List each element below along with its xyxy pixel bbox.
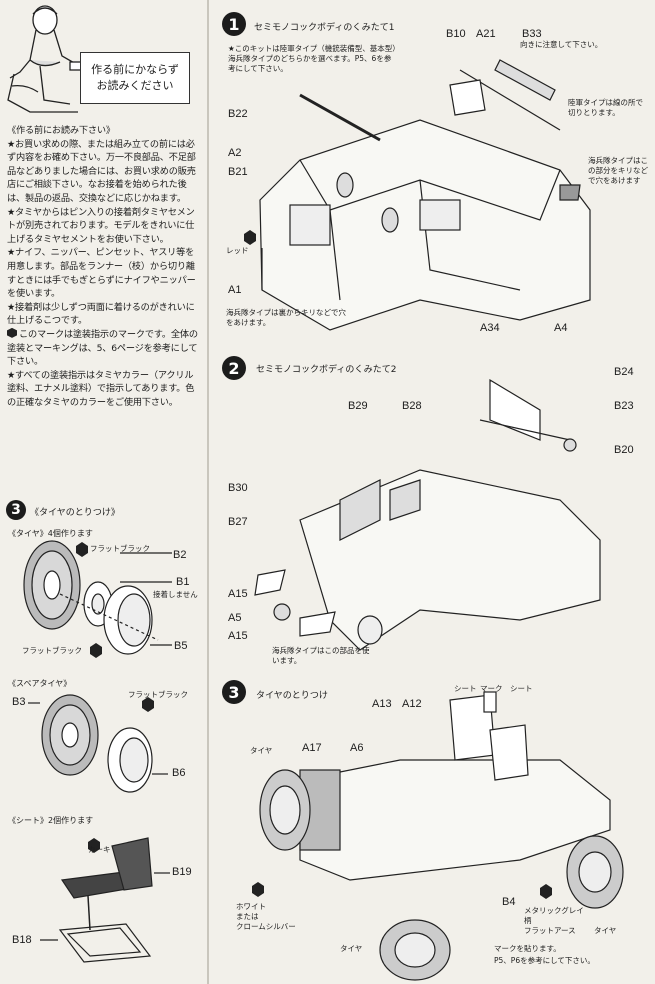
red-label: レッド [226, 246, 249, 255]
seat-label-2: シート [510, 684, 533, 693]
metallic-gray-label: メタリックグレイ [524, 906, 584, 915]
flat-black-label-1: フラットブラック [90, 544, 150, 553]
part-b20: B20 [614, 444, 634, 456]
marine-note-right: 海兵隊タイプはこの部分をキリなどで穴をあけます [588, 156, 648, 185]
intro-para-5: このマークは塗装指示のマークです。全体の塗装とマーキングは、5、6ページを参考に… [7, 327, 202, 369]
left-step-3-title: 《タイヤのとりつけ》 [30, 508, 120, 518]
tire-caption: 《タイヤ》4個作ります [8, 529, 93, 538]
left-column: 作る前にかならず お読みください 《作る前にお読み下さい》 ★お買い求めの際、ま… [0, 0, 210, 984]
left-step-3-badge: 3 [6, 500, 26, 520]
no-glue-label: 接着しません [153, 590, 198, 599]
intro-para-2: ★タミヤからはピン入りの接着剤タミヤセメントが別売されております。モデルをきれい… [7, 206, 195, 245]
part-b33: B33 [522, 28, 542, 40]
part-a17: A17 [302, 742, 322, 754]
notice-line-1: 作る前にかならず [91, 63, 179, 76]
seat-illustration [40, 837, 170, 963]
marine-note-left: 海兵隊タイプは裏からキリなどで穴をあけます。 [226, 308, 346, 327]
part-b1: B1 [176, 576, 190, 588]
part-b24: B24 [614, 366, 634, 378]
part-b27: B27 [228, 516, 248, 528]
chrome-silver-label: クロームシルバー [236, 922, 296, 931]
intro-para-5-text: このマークは塗装指示のマークです。全体の塗装とマーキングは、5、6ページを参考に… [7, 328, 198, 368]
part-b18: B18 [12, 934, 32, 946]
part-b5: B5 [174, 640, 188, 652]
khaki-label: カーキ [88, 845, 111, 854]
part-b28: B28 [402, 400, 422, 412]
flat-black-label-3: フラットブラック [128, 690, 188, 699]
left-drawings [7, 5, 172, 963]
mark-label: マーク [480, 684, 503, 693]
intro-para-3: ★ナイフ、ニッパー、ピンセット、ヤスリ等を用意します。部品をランナー（枝）から切… [7, 247, 196, 300]
tire-label-right: タイヤ [594, 926, 617, 935]
or-label: または [236, 912, 259, 921]
step-2-title: セミモノコックボディのくみたて2 [256, 365, 397, 375]
white-label: ホワイト [236, 902, 266, 911]
part-b6: B6 [172, 767, 186, 779]
part-a1: A1 [228, 284, 242, 296]
intro-text: 《作る前にお読み下さい》 ★お買い求めの際、または組み立ての前には必ず内容をお確… [7, 124, 202, 409]
part-a12: A12 [402, 698, 422, 710]
part-a34: A34 [480, 322, 500, 334]
step2-body-drawing [254, 378, 601, 651]
step3-vehicle-drawing [259, 691, 624, 981]
intro-para-6: ★すべての塗装指示はタミヤカラー（アクリル塗料、エナメル塗料）で指示してあります… [7, 369, 195, 408]
tire-label-bottom: タイヤ [340, 944, 363, 953]
part-a15-top: A15 [228, 588, 248, 600]
seat-caption: 《シート》2個作ります [8, 816, 94, 825]
tire-assembly-illustration [23, 540, 172, 655]
part-b2: B2 [173, 549, 187, 561]
part-b19: B19 [172, 866, 192, 878]
part-b30: B30 [228, 482, 248, 494]
part-b23: B23 [614, 400, 634, 412]
paint-mark-icon [7, 327, 17, 338]
intro-para-4: ★接着剤は少しずつ両面に着けるのがきれいに仕上げるこつです。 [7, 301, 195, 327]
step-2-badge: 2 [222, 356, 246, 380]
army-note: 陸軍タイプは線の所で切りとります。 [568, 98, 643, 117]
part-a15-bottom: A15 [228, 630, 248, 642]
step3-paint-markers [244, 230, 552, 899]
step1-body-drawing [259, 59, 591, 331]
b33-note: 向きに注意して下さい。 [520, 40, 603, 49]
step-3-title: タイヤのとりつけ [256, 691, 328, 701]
part-a4: A4 [554, 322, 568, 334]
step-3-badge: 3 [222, 680, 246, 704]
notice-line-2: お読みください [96, 79, 174, 92]
intro-heading: 《作る前にお読み下さい》 [7, 125, 115, 136]
spare-tire-illustration [28, 694, 168, 793]
part-b3: B3 [12, 696, 26, 708]
part-b4: B4 [502, 896, 516, 908]
part-a5: A5 [228, 612, 242, 624]
mark-apply-note: マークを貼ります。 [494, 944, 561, 953]
part-b21: B21 [228, 166, 248, 178]
step-1-badge: 1 [222, 12, 246, 36]
paint-marker [76, 542, 154, 853]
intro-para-1: ★お買い求めの際、または組み立ての前には必ず内容をお確め下さい。万一不良部品、不… [7, 138, 196, 204]
tire-label-left: タイヤ [250, 746, 273, 755]
flat-earth-label: フラットアース [524, 926, 576, 935]
page-ref-note: P5、P6を参考にして下さい。 [494, 956, 595, 965]
step-1-note: ★このキットは陸軍タイプ（機銃装備型、基本型）海兵隊タイプのどちらかを選べます。… [228, 44, 396, 73]
notice-box: 作る前にかならず お読みください [80, 52, 190, 104]
flat-black-label-2: フラットブラック [22, 646, 82, 655]
part-a21: A21 [476, 28, 496, 40]
character-illustration [7, 5, 85, 113]
part-b22: B22 [228, 108, 248, 120]
seat-label-1: シート [454, 684, 477, 693]
part-b10: B10 [446, 28, 466, 40]
or-label-2: 柄 [524, 916, 532, 925]
part-a13: A13 [372, 698, 392, 710]
spare-tire-caption: 《スペアタイヤ》 [8, 679, 72, 688]
step-2-marine-note: 海兵隊タイプはこの部品を使います。 [272, 646, 370, 665]
fold-line [207, 0, 209, 984]
part-a6: A6 [350, 742, 364, 754]
part-b29: B29 [348, 400, 368, 412]
part-a2: A2 [228, 147, 242, 159]
step-1-title: セミモノコックボディのくみたて1 [254, 23, 395, 33]
